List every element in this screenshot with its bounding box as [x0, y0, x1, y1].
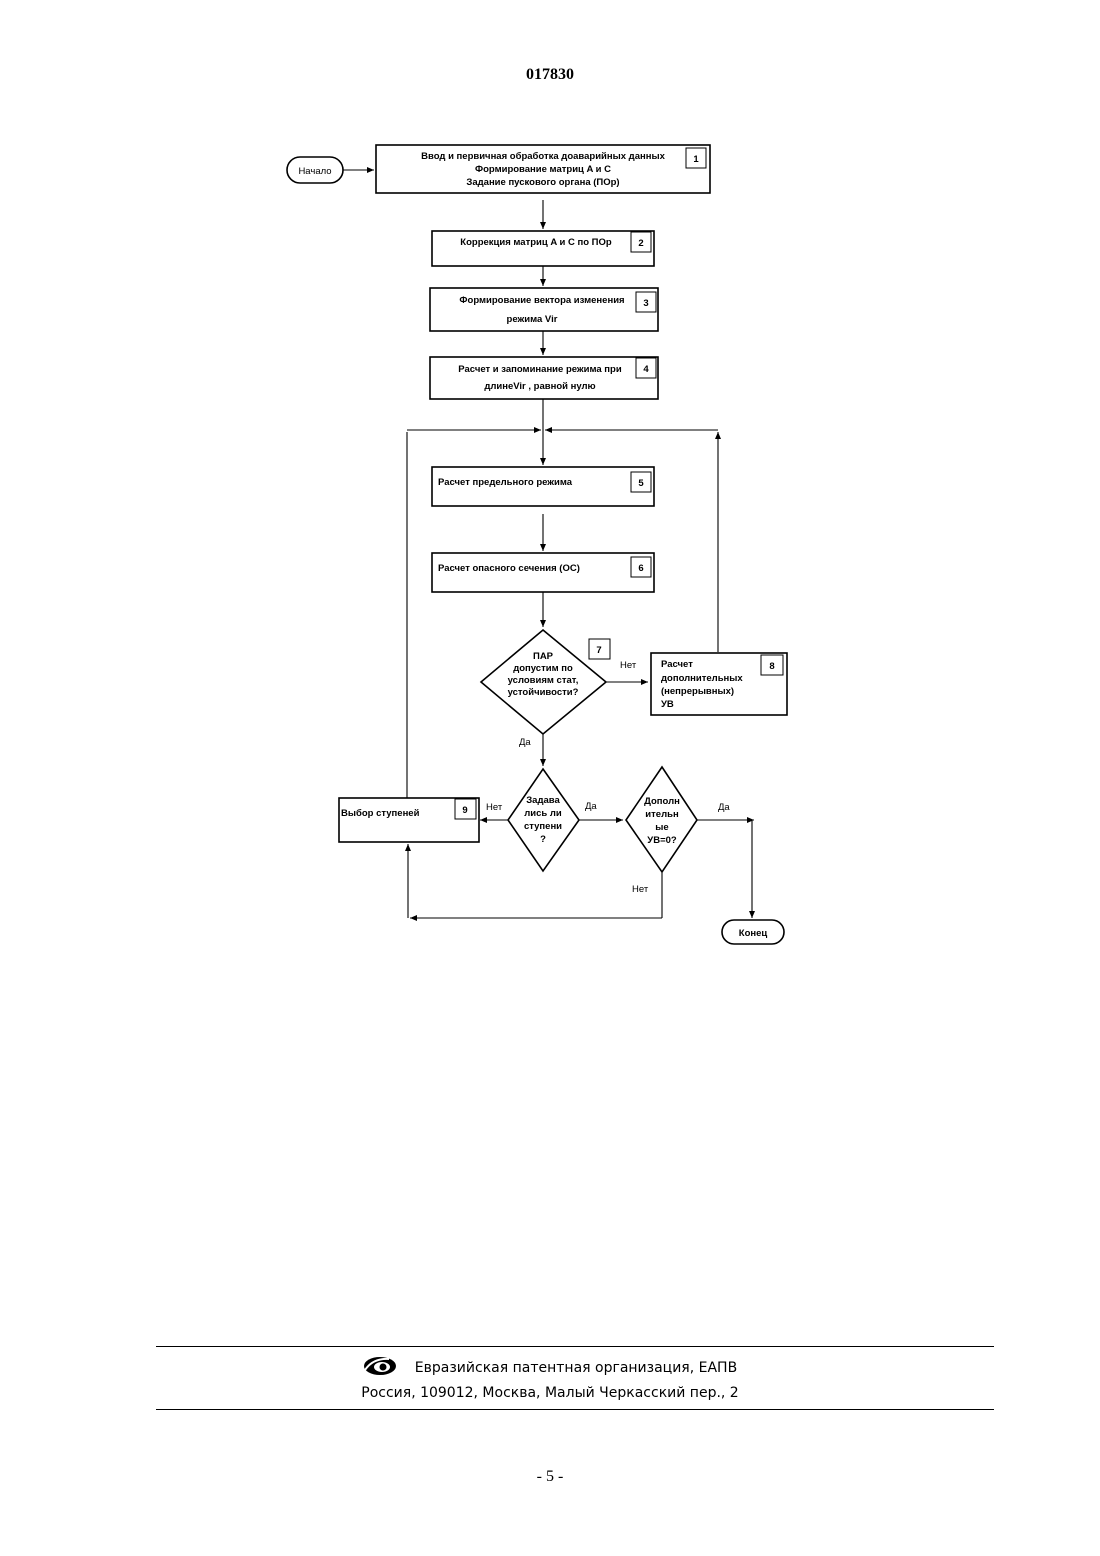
- block-4-line2-text: длине: [484, 381, 513, 392]
- block-3-line2-text: режима: [507, 314, 545, 325]
- block-1-line2: Формирование матриц A и C: [475, 164, 611, 175]
- flowchart: Начало Ввод и первичная обработка доавар…: [0, 0, 1100, 1000]
- decision-uv-yes-label: Да: [718, 802, 730, 813]
- block-2: Коррекция матриц A и C по ПОр 2: [432, 231, 654, 266]
- decision-7-line3: условиям стат,: [508, 675, 579, 686]
- block-8-line3: (непрерывных): [661, 686, 734, 697]
- block-9: Выбор ступеней 9: [339, 798, 479, 842]
- block-5-number: 5: [638, 478, 644, 489]
- decision-uv-no-label: Нет: [632, 884, 649, 895]
- decision-additional-uv: Дополн ительн ые УВ=0?: [626, 767, 697, 872]
- block-9-number: 9: [462, 805, 467, 816]
- block-1-line1: Ввод и первичная обработка доаварийных д…: [421, 151, 665, 162]
- decision-7: ПАР допустим по условиям стат, устойчиво…: [481, 630, 610, 734]
- decision-uv-line1: Дополн: [644, 796, 680, 807]
- eapo-logo-icon: [363, 1356, 397, 1380]
- svg-text:режима Vir: режима Vir: [507, 314, 558, 325]
- decision-7-number: 7: [596, 645, 601, 656]
- block-8-line2: дополнительных: [661, 673, 743, 684]
- block-4: Расчет и запоминание режима при длинеVir…: [430, 357, 658, 399]
- block-2-number: 2: [638, 238, 643, 249]
- page-number: - 5 -: [0, 1468, 1100, 1486]
- block-3-number: 3: [643, 298, 648, 309]
- block-1: Ввод и первичная обработка доаварийных д…: [376, 145, 710, 193]
- decision-steps-no-label: Нет: [486, 802, 503, 813]
- start-label: Начало: [298, 166, 331, 177]
- start-terminal: Начало: [287, 157, 343, 183]
- decision-steps-line1: Задава: [526, 795, 560, 806]
- block-1-line3: Задание пускового органа (ПОр): [466, 177, 619, 188]
- decision-7-line1: ПАР: [533, 651, 554, 662]
- decision-steps-line3: ступени: [524, 821, 562, 832]
- decision-steps-yes-label: Да: [585, 801, 597, 812]
- decision-7-line4: устойчивости?: [508, 687, 579, 698]
- decision-steps-line2: лись ли: [524, 808, 562, 819]
- block-2-line1: Коррекция матриц A и C по ПОр: [460, 237, 612, 248]
- decision-steps-set: Задава лись ли ступени ?: [508, 769, 579, 871]
- end-label: Конец: [739, 928, 768, 939]
- decision-7-no-label: Нет: [620, 660, 637, 671]
- footer-address: Россия, 109012, Москва, Малый Черкасский…: [0, 1385, 1100, 1401]
- block-8-line1: Расчет: [661, 659, 693, 670]
- block-3-line1: Формирование вектора изменения: [459, 295, 624, 306]
- block-1-number: 1: [693, 154, 699, 165]
- block-8-number: 8: [769, 661, 774, 672]
- block-8-line4: УВ: [661, 699, 674, 710]
- block-6-number: 6: [638, 563, 643, 574]
- block-4-line2-end: , равной нулю: [526, 381, 596, 392]
- block-6: Расчет опасного сечения (ОС) 6: [432, 553, 654, 592]
- block-4-line1: Расчет и запоминание режима при: [458, 364, 622, 375]
- block-4-number: 4: [643, 364, 649, 375]
- decision-uv-line3: ые: [655, 822, 668, 833]
- block-3: Формирование вектора изменения режима Vi…: [430, 288, 658, 331]
- decision-7-line2: допустим по: [513, 663, 573, 674]
- decision-uv-line2: ительн: [645, 809, 679, 820]
- block-3-vir-symbol: Vir: [545, 314, 558, 325]
- footer-rule-top: [156, 1346, 994, 1347]
- decision-uv-line4: УВ=0?: [647, 835, 677, 846]
- footer-rule-bottom: [156, 1409, 994, 1410]
- svg-text:длинеVir , равной нулю: длинеVir , равной нулю: [484, 381, 595, 392]
- end-terminal: Конец: [722, 920, 784, 944]
- block-9-line1: Выбор ступеней: [341, 808, 420, 819]
- footer-org-name: Евразийская патентная организация, ЕАПВ: [415, 1360, 737, 1376]
- decision-7-yes-label: Да: [519, 737, 531, 748]
- block-5-line1: Расчет предельного режима: [438, 477, 573, 488]
- block-5: Расчет предельного режима 5: [432, 467, 654, 506]
- decision-steps-line4: ?: [540, 834, 546, 845]
- block-8: Расчет дополнительных (непрерывных) УВ 8: [651, 653, 787, 715]
- block-6-line1: Расчет опасного сечения (ОС): [438, 563, 580, 574]
- block-4-vir-symbol: Vir: [513, 381, 526, 392]
- footer-organization: Евразийская патентная организация, ЕАПВ: [0, 1356, 1100, 1380]
